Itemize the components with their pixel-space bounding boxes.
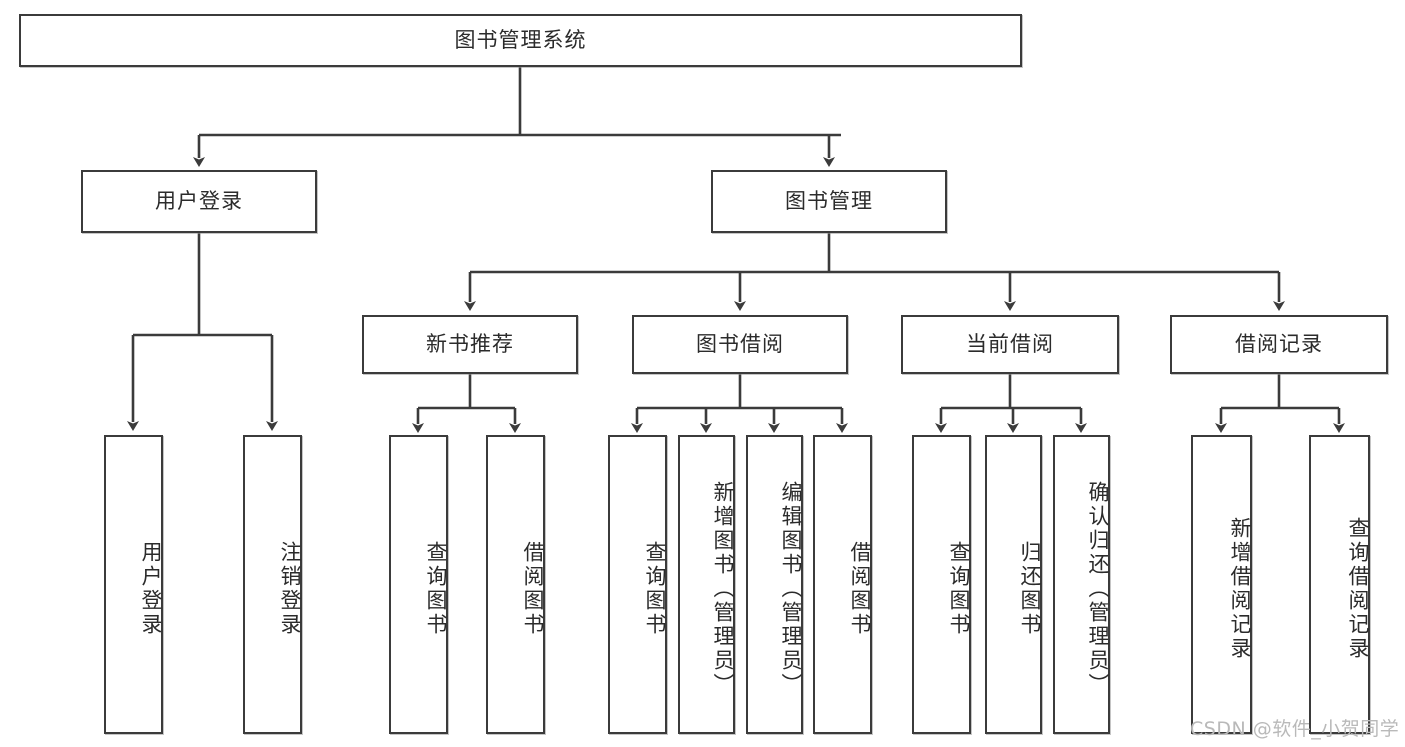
node-root-label: 图书管理系统 [454, 27, 587, 52]
node-current-borrow[interactable]: 当前借阅 [901, 315, 1119, 374]
leaf-borrow-add-book[interactable]: 新增图书（管理员） [678, 435, 735, 734]
leaf-borrow-add-book-label: 新增图书（管理员） [711, 480, 735, 697]
leaf-cur-query-book-label: 查询图书 [947, 540, 971, 637]
leaf-borrow-borrow-book-label: 借阅图书 [848, 540, 872, 637]
node-new-book-rec[interactable]: 新书推荐 [362, 315, 578, 374]
node-borrow-record-label: 借阅记录 [1235, 331, 1323, 356]
node-user-login[interactable]: 用户登录 [81, 170, 317, 233]
leaf-borrow-query-book-label: 查询图书 [643, 540, 667, 637]
node-book-borrow-label: 图书借阅 [696, 331, 784, 356]
node-borrow-record[interactable]: 借阅记录 [1170, 315, 1388, 374]
node-current-borrow-label: 当前借阅 [966, 331, 1054, 356]
leaf-user-login[interactable]: 用户登录 [104, 435, 163, 734]
node-user-login-label: 用户登录 [155, 188, 243, 213]
leaf-record-add-label: 新增借阅记录 [1228, 516, 1252, 661]
node-book-manage-label: 图书管理 [785, 188, 873, 213]
leaf-user-logout[interactable]: 注销登录 [243, 435, 302, 734]
leaf-rec-borrow-book[interactable]: 借阅图书 [486, 435, 545, 734]
leaf-record-add[interactable]: 新增借阅记录 [1191, 435, 1252, 734]
leaf-rec-borrow-book-label: 借阅图书 [521, 540, 545, 637]
leaf-cur-return-book[interactable]: 归还图书 [985, 435, 1042, 734]
node-root[interactable]: 图书管理系统 [19, 14, 1022, 67]
leaf-borrow-edit-book-label: 编辑图书（管理员） [779, 480, 803, 697]
leaf-cur-query-book[interactable]: 查询图书 [912, 435, 971, 734]
leaf-record-search-label: 查询借阅记录 [1346, 516, 1370, 661]
leaf-borrow-borrow-book[interactable]: 借阅图书 [813, 435, 872, 734]
leaf-borrow-query-book[interactable]: 查询图书 [608, 435, 667, 734]
leaf-user-login-label: 用户登录 [139, 540, 163, 637]
leaf-record-search[interactable]: 查询借阅记录 [1309, 435, 1370, 734]
leaf-borrow-edit-book[interactable]: 编辑图书（管理员） [746, 435, 803, 734]
node-new-book-rec-label: 新书推荐 [426, 331, 514, 356]
node-book-manage[interactable]: 图书管理 [711, 170, 947, 233]
csdn-watermark: CSDN @软件_小贺同学 [1190, 718, 1400, 740]
leaf-user-logout-label: 注销登录 [278, 540, 302, 637]
leaf-cur-confirm-return-label: 确认归还（管理员） [1086, 480, 1110, 697]
leaf-cur-return-book-label: 归还图书 [1018, 540, 1042, 637]
leaf-rec-query-book-label: 查询图书 [424, 540, 448, 637]
node-book-borrow[interactable]: 图书借阅 [632, 315, 848, 374]
leaf-rec-query-book[interactable]: 查询图书 [389, 435, 448, 734]
leaf-cur-confirm-return[interactable]: 确认归还（管理员） [1053, 435, 1110, 734]
